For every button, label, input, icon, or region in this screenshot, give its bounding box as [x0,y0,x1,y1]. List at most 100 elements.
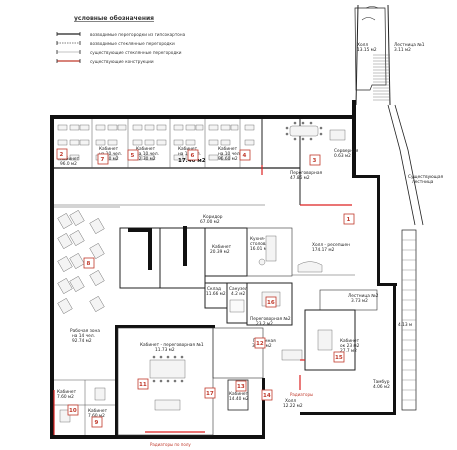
cab6-area: 17.40 м2 [178,158,206,164]
legend-item-2: возводимые стеклянные перегородки [90,41,175,46]
work-zone-label: Рабочая зона [70,328,100,334]
work-zone-area: 92.74 м2 [72,338,92,344]
server-label: Серверная [334,148,359,154]
room-number-5: 5 [127,149,139,161]
svg-text:8: 8 [87,261,91,267]
bottom-left-cabinets: Кабинет 7.60 м2 Кабинет 7.60 м2 [54,379,115,435]
corridor-area: 67.00 м2 [200,219,220,225]
svg-text:16: 16 [267,300,275,306]
stair-1: Холл 13.15 м2 Лестница №1 3.11 м2 [354,4,425,106]
svg-text:9: 9 [95,420,99,426]
room-number-15: 15 [333,351,345,363]
cab-left2-label: Кабинет [88,408,108,414]
hall-reception-label: Холл - ресепшен [312,242,350,248]
kitchen-label2: столовая [250,242,271,247]
kitchen-area: 16.01 м2 [250,246,270,252]
radiator2-label: Радиаторы по полу [150,442,191,447]
room-number-13: 13 [235,380,247,392]
svg-text:6: 6 [191,153,195,159]
mid-rooms: Склад 11.66 м2 Санузел 4.2 м2 Переговорн… [204,282,293,327]
cab-boss-area: 27.7 м2 [340,348,357,354]
work-zone-people: на 14 чел. [72,333,95,339]
room-number-12: 12 [254,337,266,349]
room-number-6: 6 [187,149,199,161]
hall2-area: 12.22 м2 [283,403,303,409]
radiator1-label: Радиаторы [290,392,313,397]
room-number-16: 16 [265,296,277,308]
existing-stair-label1: Существующая [408,174,443,180]
svg-text:12: 12 [256,341,264,347]
svg-text:15: 15 [335,355,343,361]
storage-label: Склад [207,286,221,292]
room-number-17: 17 [204,387,216,399]
neg2-area: 23.2 м2 [256,321,273,327]
neg2-label: Переговорная №2 [250,316,291,322]
room-number-10: 10 [67,404,79,416]
room-number-9: 9 [91,416,103,428]
legend-item-1: возводимые перегородки из гипсокартона [90,32,186,37]
wc-label: Санузел [229,286,248,292]
cab5-people: на 10 чел. [99,151,122,157]
dimension-label: 4.13 м [398,322,412,328]
large-cabinet: Кабинет - переговорная №1 11.73 м2 [117,327,214,436]
room-number-4: 4 [239,149,251,161]
svg-text:4: 4 [243,153,247,159]
svg-text:13: 13 [237,384,245,390]
svg-text:17: 17 [206,391,214,397]
storage-area: 11.66 м2 [206,291,226,297]
cab3-people: на 10 чел. [136,151,159,157]
cab2-label: Кабинет [60,156,80,162]
negotiation-area: 47.86 м2 [290,175,310,181]
room-number-14: 14 [261,389,273,401]
legend-item-4: существующие конструкции [90,59,154,64]
right-lower: Лестница №2 3.73 м2 Кабинет ок 23 м2 27.… [304,289,390,390]
hall-reception: Холл - ресепшен 174.17 м2 [292,242,355,276]
cab3-label: Кабинет [136,146,156,152]
room-number-7: 7 [97,153,109,165]
room-numbers: 1 2 3 4 5 6 7 8 9 10 11 12 13 14 15 16 1… [56,148,355,428]
svg-text:7: 7 [101,157,105,163]
svg-text:3: 3 [313,158,317,164]
room-number-3: 3 [309,154,321,166]
cab-small-label: Кабинет [212,244,232,250]
central-area: Коридор 67.00 м2 Кабинет 20.39 м2 Кухня-… [54,204,293,289]
cab-large-label: Кабинет - переговорная №1 [140,342,204,348]
stair2-area: 3.73 м2 [351,298,368,304]
existing-stair-label2: лестница [412,180,434,185]
server-area: 0.63 м2 [334,153,351,159]
svg-text:1: 1 [347,217,351,223]
cab-left2-area: 7.60 м2 [88,413,105,419]
room-number-11: 11 [137,378,149,390]
cab-boss-people: ок 23 м2 [340,343,360,349]
wc-area: 4.2 м2 [231,291,245,297]
hall2-label: Холл [285,398,296,404]
cab-large-area: 11.73 м2 [155,347,175,353]
legend-item-3: существующие стеклянные перегородки [90,50,182,55]
cab3-area: 92.30 м2 [136,156,156,162]
cab-boss-label: Кабинет [340,338,360,344]
stair1-label: Лестница №1 [394,42,425,48]
svg-text:14: 14 [263,393,271,399]
cab4-people: на 10 чел. [218,151,241,157]
cab-sm2-label: Кабинет [229,391,249,397]
exterior-stair: Существующая лестница 4.13 м [387,104,443,411]
cab2-area: 96.0 м2 [60,161,77,167]
cab-sm2-area: 14.40 м2 [229,396,249,402]
room-number-8: 8 [83,257,95,269]
legend: условные обозначения возводимые перегоро… [56,15,186,64]
tambour-area: 4.06 м2 [373,384,390,390]
cab-small-area: 20.39 м2 [210,249,230,255]
cab-left1-area: 7.60 м2 [57,394,74,400]
corridor-label: Коридор [203,214,223,220]
tambour-label: Тамбур [372,379,390,385]
svg-text:10: 10 [69,408,77,414]
stair1-area: 3.11 м2 [394,47,411,53]
outer-walls [50,100,397,439]
hall-reception-area: 174.17 м2 [312,247,335,253]
room-number-2: 2 [56,148,68,160]
work-zone: Рабочая зона на 14 чел. 92.74 м2 [54,206,120,344]
cab5-area: 92.30 м2 [99,156,119,162]
negotiation-label: Переговорная [290,170,322,176]
svg-text:5: 5 [131,153,135,159]
legend-title: условные обозначения [74,15,154,22]
